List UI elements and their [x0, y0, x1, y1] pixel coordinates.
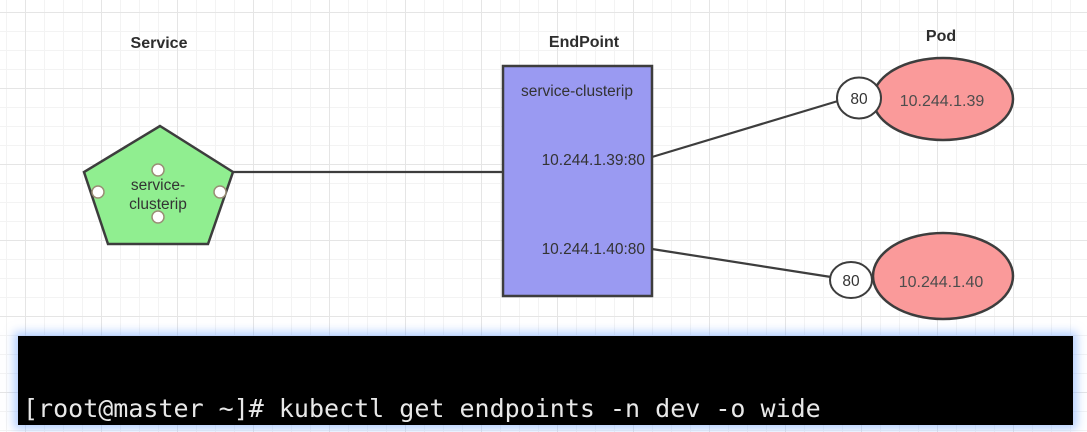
- edge-endpoint-to-pod2[interactable]: [651, 247, 832, 279]
- service-node-label-line1: service-: [131, 177, 185, 194]
- service-title: Service: [131, 35, 188, 52]
- pod-title: Pod: [926, 28, 956, 45]
- endpoint-title: EndPoint: [549, 34, 620, 51]
- service-node-label-line2: clusterip: [129, 196, 187, 213]
- endpoint-rect[interactable]: [501, 64, 654, 298]
- pod2-ellipse[interactable]: [871, 231, 1015, 321]
- pod2-port-label: 80: [842, 273, 860, 290]
- pod1-port-label: 80: [850, 91, 868, 108]
- pod1-port-badge[interactable]: [836, 76, 882, 120]
- terminal-screenshot[interactable]: [root@master ~]# kubectl get endpoints -…: [18, 336, 1073, 425]
- terminal-prompt: [root@master ~]#: [23, 394, 279, 423]
- pod2-port-badge[interactable]: [829, 261, 873, 299]
- connection-point-bottom[interactable]: [151, 210, 165, 224]
- endpoint-entry-2: 10.244.1.40:80: [542, 241, 646, 258]
- connection-point-right[interactable]: [213, 185, 227, 199]
- pod2-node[interactable]: 10.244.1.40 80: [829, 231, 1015, 321]
- terminal-command-line: [root@master ~]# kubectl get endpoints -…: [23, 395, 1073, 423]
- connection-point-left[interactable]: [91, 185, 105, 199]
- connection-point-top[interactable]: [151, 163, 165, 177]
- terminal-command: kubectl get endpoints -n dev -o wide: [278, 394, 821, 423]
- pod1-ip: 10.244.1.39: [900, 93, 985, 110]
- endpoint-name: service-clusterip: [521, 83, 633, 100]
- service-node[interactable]: service- clusterip: [82, 124, 235, 246]
- pod1-node[interactable]: 10.244.1.39 80: [836, 56, 1015, 142]
- edge-endpoint-to-pod1[interactable]: [651, 99, 839, 159]
- pod2-ip: 10.244.1.40: [899, 274, 984, 291]
- endpoint-entry-1: 10.244.1.39:80: [542, 152, 646, 169]
- service-pentagon[interactable]: [82, 124, 235, 246]
- endpoint-node[interactable]: service-clusterip 10.244.1.39:80 10.244.…: [501, 64, 654, 298]
